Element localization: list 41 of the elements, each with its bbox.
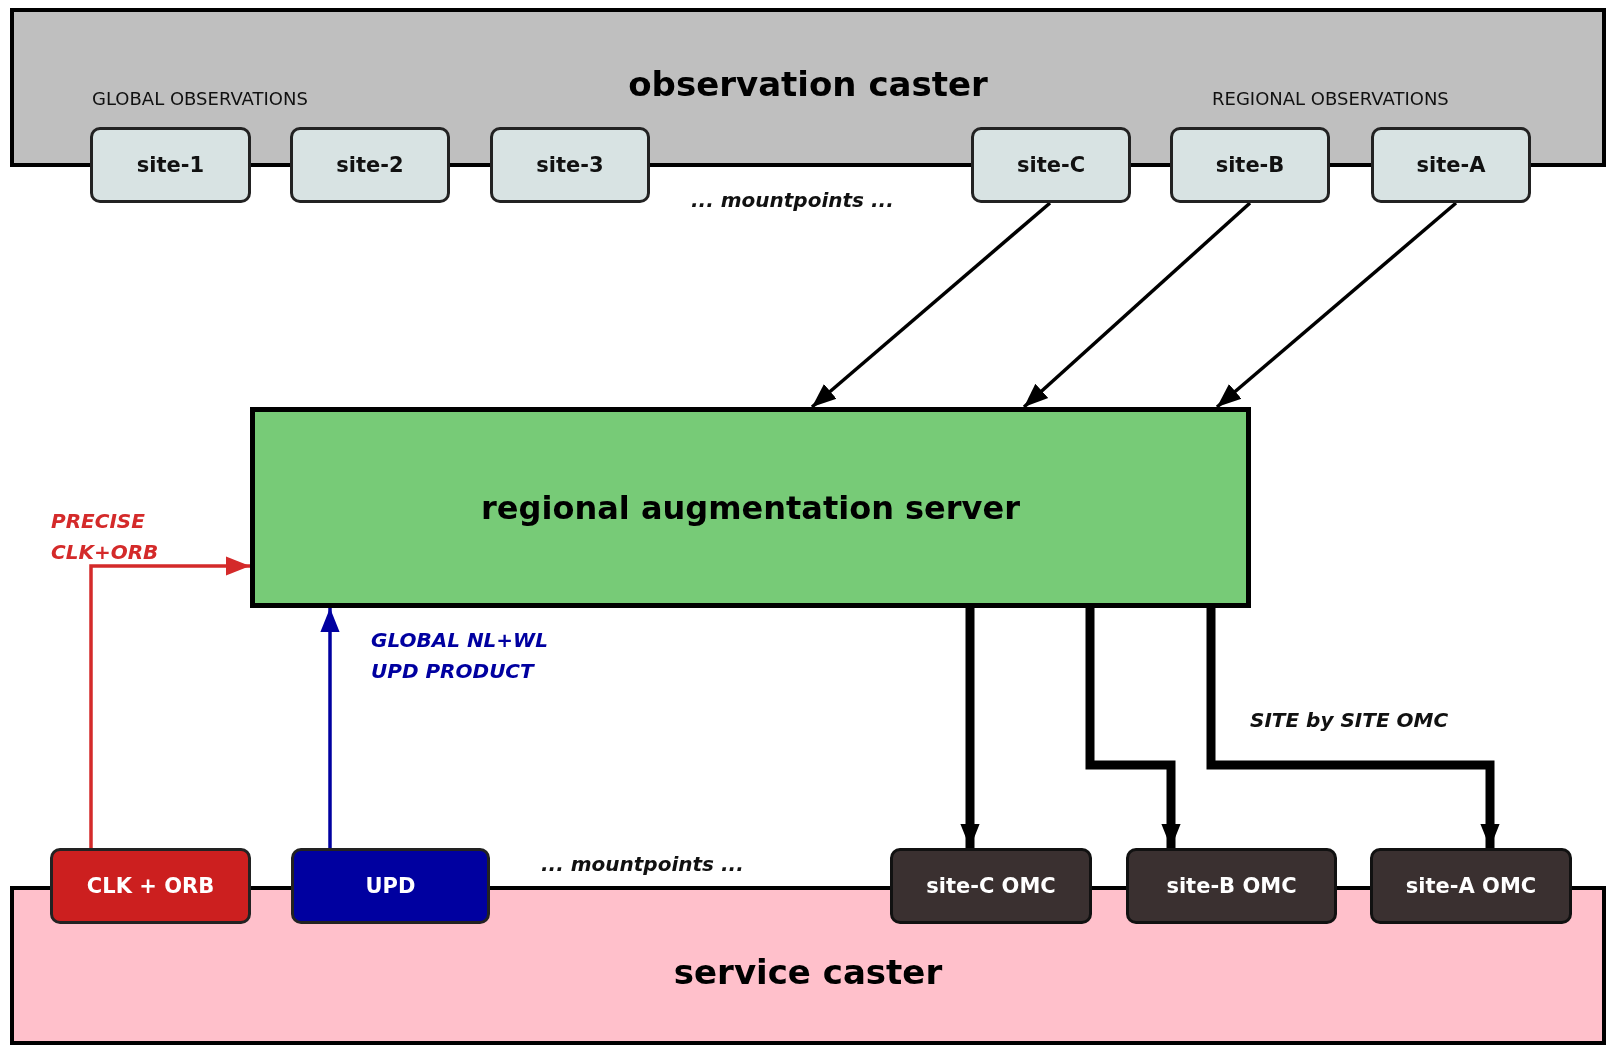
mountpoint-box bbox=[1126, 848, 1337, 924]
node-title: site-C OMC bbox=[926, 874, 1056, 898]
group-label: GLOBAL OBSERVATIONS bbox=[92, 88, 308, 109]
arrow bbox=[89, 556, 250, 848]
arrow bbox=[320, 608, 340, 848]
edge-label: SITE by SITE OMC bbox=[1250, 707, 1449, 734]
node-title: site-B bbox=[1215, 153, 1285, 177]
mountpoint-box bbox=[90, 127, 251, 203]
mountpoint-box bbox=[1371, 127, 1531, 203]
node-title: service caster bbox=[673, 952, 943, 992]
node-title: CLK + ORB bbox=[86, 874, 215, 898]
mountpoint-box bbox=[290, 127, 450, 203]
arrow bbox=[1022, 201, 1252, 409]
note-label: ... mountpoints ... bbox=[691, 188, 894, 212]
arrow bbox=[1206, 608, 1500, 848]
mountpoint-box bbox=[971, 127, 1131, 203]
mountpoint-box bbox=[890, 848, 1092, 924]
arrow bbox=[810, 201, 1052, 409]
edge-label: PRECISE CLK+ORB bbox=[51, 508, 160, 566]
node-title: site-A bbox=[1416, 153, 1486, 177]
node-title: site-C bbox=[1016, 153, 1086, 177]
node-title: site-A OMC bbox=[1405, 874, 1537, 898]
edge-label: GLOBAL NL+WL UPD PRODUCT bbox=[371, 627, 549, 685]
server-box bbox=[250, 407, 1251, 608]
mountpoint-box bbox=[291, 848, 490, 924]
node-title: site-2 bbox=[336, 153, 404, 177]
node-title: site-3 bbox=[536, 153, 604, 177]
mountpoint-box bbox=[1370, 848, 1572, 924]
node-title: regional augmentation server bbox=[481, 488, 1020, 527]
arrow bbox=[1215, 201, 1458, 409]
mountpoint-box bbox=[50, 848, 251, 924]
group-label: REGIONAL OBSERVATIONS bbox=[1212, 88, 1449, 109]
note-label: ... mountpoints ... bbox=[541, 852, 744, 876]
arrow bbox=[960, 608, 980, 848]
node-title: site-1 bbox=[136, 153, 205, 177]
mountpoint-box bbox=[490, 127, 650, 203]
mountpoint-box bbox=[1170, 127, 1330, 203]
arrow bbox=[1085, 608, 1181, 848]
node-title: site-B OMC bbox=[1166, 874, 1297, 898]
node-title: observation caster bbox=[628, 64, 988, 104]
node-title: UPD bbox=[365, 874, 416, 898]
